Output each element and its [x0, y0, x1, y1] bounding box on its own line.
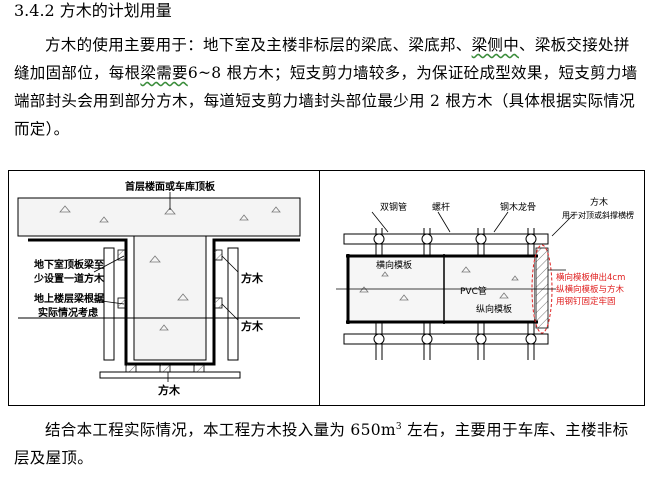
wood-label-right: 方木 — [590, 196, 608, 208]
floor-slab — [17, 197, 301, 237]
cubic-superscript: 3 — [395, 422, 402, 432]
usage-text-1: 方木的使用主要用于：地下室及主楼非标层的梁底、梁底邦、 — [45, 36, 472, 54]
right-wall-section — [336, 211, 575, 360]
diagram-frame — [8, 170, 645, 406]
concrete-marks — [59, 205, 281, 331]
flagged-word-1: 梁侧中 — [471, 36, 520, 54]
top-slab-label: 首层楼面或车库顶板 — [125, 180, 216, 193]
end-wood-block — [535, 247, 549, 329]
horizontal-walers — [343, 233, 549, 345]
wood-label-1: 方木 — [241, 271, 264, 285]
wood-purpose-label: 用于对顶或斜撑横楞 — [562, 210, 634, 220]
pvc-pipe-label: PVC管 — [460, 285, 487, 297]
note-line-3: 地上楼层梁根据 — [34, 292, 104, 305]
flagged-word-2: 梁需要 — [140, 64, 188, 82]
usage-text-2: 、梁板交接处拼缝加固部位，每根 — [14, 36, 630, 82]
diagram-divider — [319, 170, 320, 406]
note-line-1: 地下室顶板梁至 — [34, 258, 104, 271]
usage-text-3: 6~8 根方木；短支剪力墙较多，为保证砼成型效果，短支剪力墙端部封头会用到部分方… — [14, 64, 638, 138]
conclusion-paragraph: 结合本工程实际情况，本工程方木投入量为 650m3 左右，主要用于车库、主楼非标… — [14, 413, 638, 472]
beam-body — [133, 235, 207, 361]
note-line-4: 实际情况考虑 — [38, 306, 98, 319]
horizontal-form-label: 横向模板 — [376, 259, 412, 271]
usage-paragraph: 方木的使用主要用于：地下室及主楼非标层的梁底、梁底邦、梁侧中、梁板交接处拼缝加固… — [14, 31, 638, 143]
clamps — [373, 233, 537, 345]
screw-label: 螺杆 — [432, 201, 450, 213]
steel-joist-label: 钢木龙骨 — [500, 201, 536, 213]
section-heading: 3.4.2 方木的计划用量 — [14, 1, 172, 20]
red-note-3: 用钢钉固定牢固 — [556, 296, 616, 307]
right-leaders — [371, 211, 575, 271]
double-pipe-label: 双钢管 — [380, 201, 407, 213]
conclusion-text-1: 结合本工程实际情况，本工程方木投入量为 650m — [45, 421, 396, 440]
red-note-2: 纵横向模板与方木 — [556, 284, 625, 295]
conclusion-text-2: 左右，主要用于车库、主楼非标层及屋顶。 — [14, 421, 629, 468]
left-beam-section — [17, 192, 301, 382]
wood-label-bottom: 方木 — [158, 383, 181, 397]
wood-label-2: 方木 — [241, 319, 264, 333]
red-note-1: 横向模板伸出4cm — [556, 272, 625, 283]
wall-concrete-marks — [359, 266, 519, 301]
vertical-form-label: 纵向模板 — [476, 303, 512, 315]
left-leaders — [93, 192, 239, 382]
note-line-2: 少设置一道方木 — [33, 272, 105, 285]
